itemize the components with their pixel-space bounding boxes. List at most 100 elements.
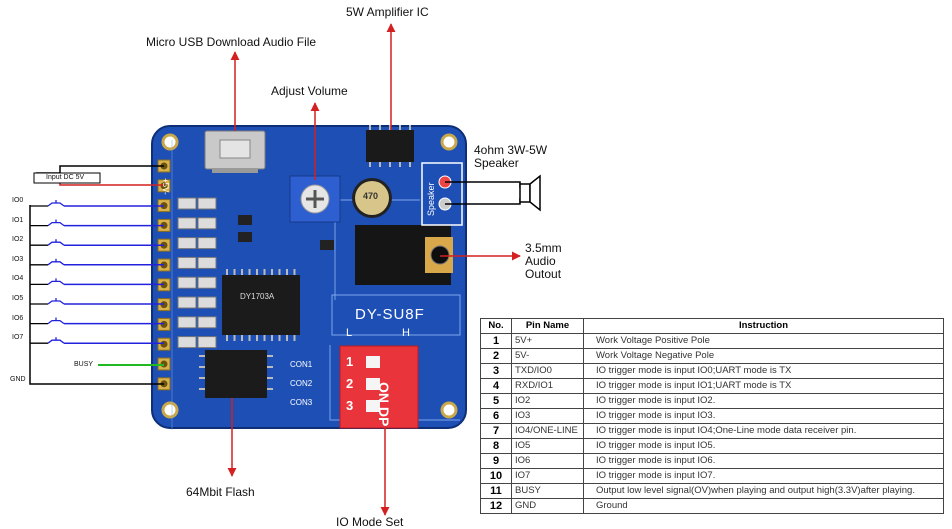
audio-label-2: Audio xyxy=(525,254,556,268)
cell-pin-name: RXD/IO1 xyxy=(511,378,584,394)
board-model-label: DY-SU8F xyxy=(355,306,425,323)
switch-number: 2 xyxy=(346,376,354,391)
cell-desc: Work Voltage Positive Pole xyxy=(583,333,944,349)
main-chip xyxy=(222,275,300,335)
cell-pin-name: BUSY xyxy=(511,483,584,499)
dip-high-label: H xyxy=(402,327,410,339)
header-no: No. xyxy=(480,318,512,334)
mode-label: IO Mode Set xyxy=(336,515,404,529)
speaker-terminal-area xyxy=(421,162,463,226)
cell-no: 1 xyxy=(480,333,512,349)
speaker-board-label: Speaker xyxy=(426,182,436,216)
cell-no: 12 xyxy=(480,498,512,514)
cell-pin-name: IO6 xyxy=(511,453,584,469)
volume-label: Adjust Volume xyxy=(271,84,348,98)
speaker-icon xyxy=(519,174,541,212)
cell-desc: IO trigger mode is input IO1;UART mode i… xyxy=(583,378,944,394)
cell-desc: Output low level signal(OV)when playing … xyxy=(583,483,944,499)
power-wiring xyxy=(33,165,164,186)
cell-pin-name: IO7 xyxy=(511,468,584,484)
io-label: IO0 xyxy=(12,197,24,204)
cell-no: 3 xyxy=(480,363,512,379)
pin-table-header: No. Pin Name Instruction xyxy=(480,318,944,334)
cell-no: 5 xyxy=(480,393,512,409)
callout-arrows xyxy=(227,23,521,516)
flash-label: 64Mbit Flash xyxy=(186,485,255,499)
cell-desc: IO trigger mode is input IO6. xyxy=(583,453,944,469)
con-label: CON1 xyxy=(290,360,313,369)
cell-no: 11 xyxy=(480,483,512,499)
cell-desc: IO trigger mode is input IO4;One-Line mo… xyxy=(583,423,944,439)
cell-desc: Ground xyxy=(583,498,944,514)
cell-pin-name: TXD/IO0 xyxy=(511,363,584,379)
cell-pin-name: IO5 xyxy=(511,438,584,454)
gnd-label: GND xyxy=(10,376,26,383)
header-instruction: Instruction xyxy=(583,318,944,334)
mounting-holes xyxy=(161,133,458,419)
amplifier-ic xyxy=(366,130,414,162)
header-pin-name: Pin Name xyxy=(511,318,584,334)
cell-desc: IO trigger mode is input IO5. xyxy=(583,438,944,454)
input-dc-label: Input DC 5V xyxy=(46,174,85,181)
io-label: IO2 xyxy=(12,236,24,244)
amp-ic-label: 5W Amplifier IC xyxy=(346,5,429,19)
cell-pin-name: 5V- xyxy=(511,348,584,364)
cell-pin-name: IO4/ONE-LINE xyxy=(511,423,584,439)
cell-pin-name: IO3 xyxy=(511,408,584,424)
gnd-wire xyxy=(29,205,164,385)
cell-no: 4 xyxy=(480,378,512,394)
cell-desc: Work Voltage Negative Pole xyxy=(583,348,944,364)
power-pin-label: +5V- xyxy=(161,178,170,195)
cell-desc: IO trigger mode is input IO0;UART mode i… xyxy=(583,363,944,379)
usb-label: Micro USB Download Audio File xyxy=(146,35,317,49)
cell-no: 2 xyxy=(480,348,512,364)
cell-pin-name: 5V+ xyxy=(511,333,584,349)
resistor-array xyxy=(177,197,217,349)
cell-desc: IO trigger mode is input IO7. xyxy=(583,468,944,484)
busy-label: BUSY xyxy=(74,361,94,368)
cell-no: 6 xyxy=(480,408,512,424)
cell-pin-name: GND xyxy=(511,498,584,514)
io-label: IO6 xyxy=(12,314,24,322)
switch-number: 3 xyxy=(346,398,354,413)
cell-desc: IO trigger mode is input IO2. xyxy=(583,393,944,409)
chip-text: DY1703A xyxy=(240,292,275,301)
cell-pin-name: IO2 xyxy=(511,393,584,409)
io-label: IO5 xyxy=(12,295,24,302)
audio-label-3: Outout xyxy=(525,267,562,281)
cell-no: 7 xyxy=(480,423,512,439)
con-label: CON3 xyxy=(290,398,313,407)
dip-low-label: L xyxy=(346,327,353,339)
cell-no: 10 xyxy=(480,468,512,484)
io-label: IO3 xyxy=(12,255,24,263)
io-wiring xyxy=(30,200,164,344)
switch-on-label: ON DP xyxy=(376,382,392,427)
speaker-label-1: 4ohm 3W-5W xyxy=(474,143,548,157)
switch-number: 1 xyxy=(346,354,354,369)
cell-no: 8 xyxy=(480,438,512,454)
cell-desc: IO trigger mode is input IO3. xyxy=(583,408,944,424)
audio-label-1: 3.5mm xyxy=(525,241,562,255)
cell-no: 9 xyxy=(480,453,512,469)
flash-chip xyxy=(205,350,267,398)
io-label: IO1 xyxy=(12,216,24,224)
io-label: IO7 xyxy=(12,334,24,342)
speaker-label-2: Speaker xyxy=(474,156,519,170)
io-label: IO4 xyxy=(12,275,24,283)
con-label: CON2 xyxy=(290,379,313,388)
